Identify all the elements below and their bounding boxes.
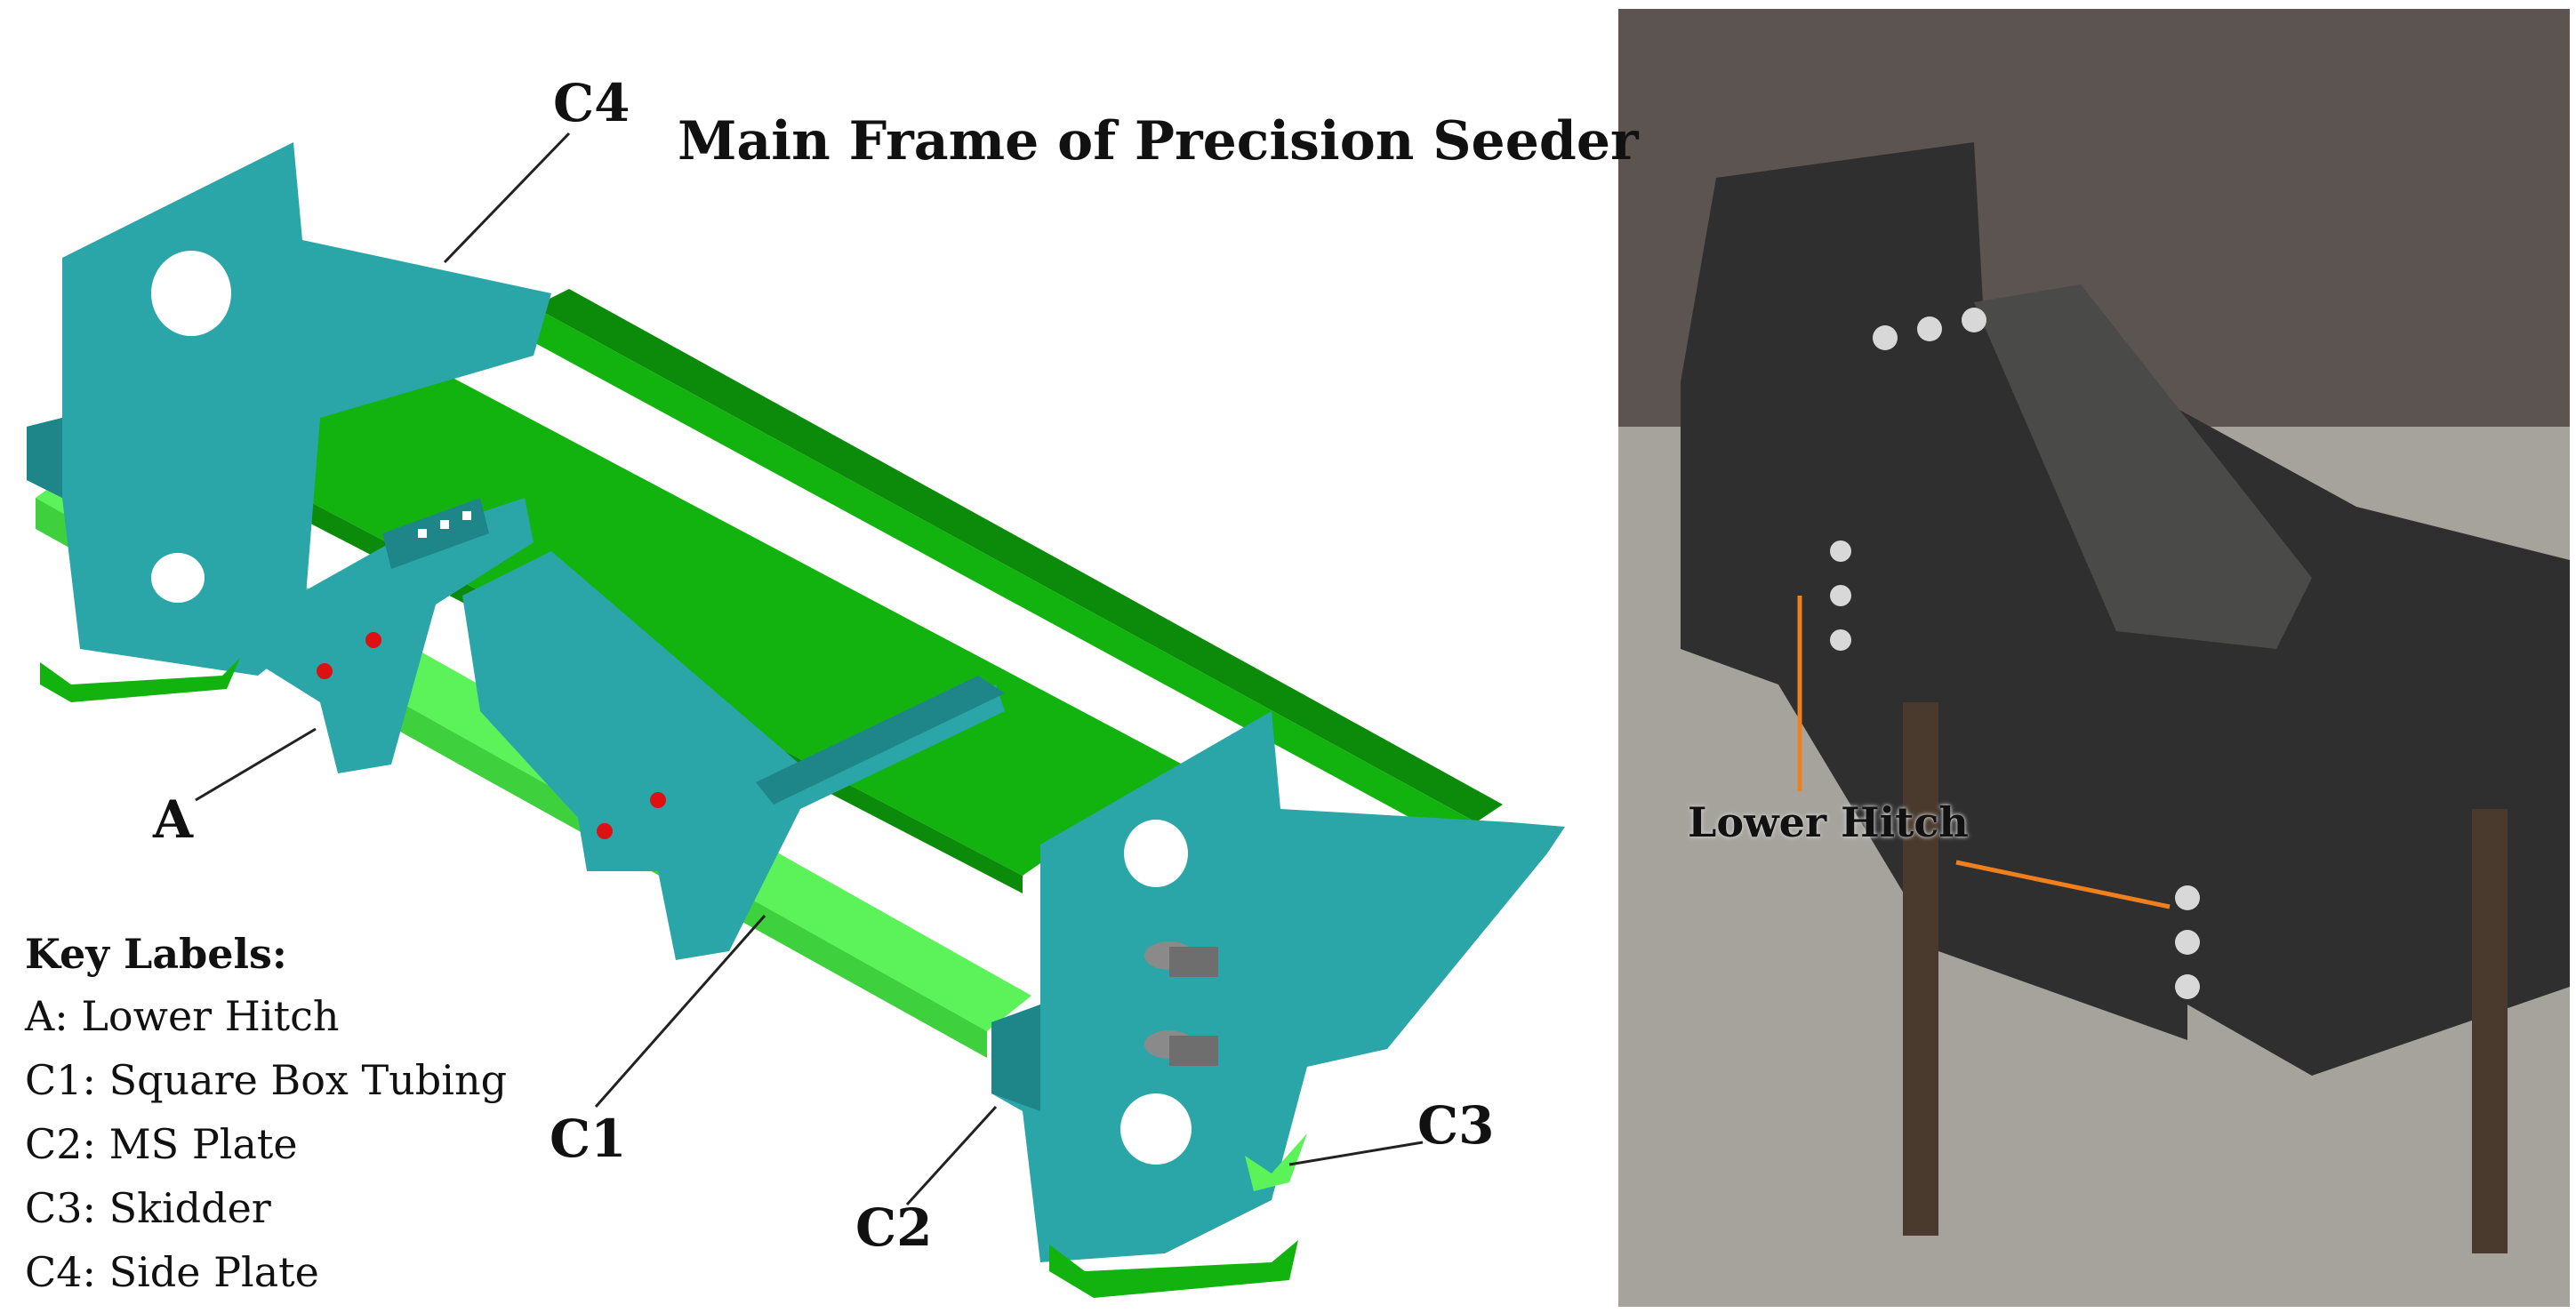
lower-hitch-bracket	[249, 498, 534, 773]
right-skidder	[1049, 1133, 1307, 1298]
callout-c4: C4	[553, 73, 630, 133]
key-item-lower-hitch: A: Lower Hitch	[25, 992, 340, 1040]
key-item-square-box-tubing: C1: Square Box Tubing	[25, 1056, 508, 1104]
key-labels-title: Key Labels:	[25, 930, 287, 978]
photo-frame-silhouette	[1681, 142, 2570, 1253]
callout-c1: C1	[550, 1109, 627, 1169]
callout-c3: C3	[1417, 1095, 1495, 1156]
key-item-skidder: C3: Skidder	[25, 1184, 271, 1232]
rear-square-tubing	[534, 289, 1503, 853]
middle-bracket	[462, 551, 1005, 960]
key-item-ms-plate: C2: MS Plate	[25, 1120, 298, 1168]
hitch-pins	[1144, 941, 1218, 1066]
callout-a: A	[153, 789, 194, 850]
left-side-plate	[27, 142, 551, 676]
photo-lower-hitch-label: Lower Hitch	[1688, 798, 1969, 846]
photo-leader-lines	[1797, 596, 2171, 909]
key-item-side-plate: C4: Side Plate	[25, 1248, 319, 1296]
figure-title: Main Frame of Precision Seeder	[678, 110, 1639, 172]
callout-c2: C2	[855, 1197, 933, 1258]
right-side-plate	[991, 711, 1565, 1262]
leader-lines	[195, 132, 1424, 1206]
left-skidder	[40, 658, 240, 702]
workshop-photo	[1618, 9, 2570, 1307]
cad-model-drawing	[27, 132, 1565, 1298]
